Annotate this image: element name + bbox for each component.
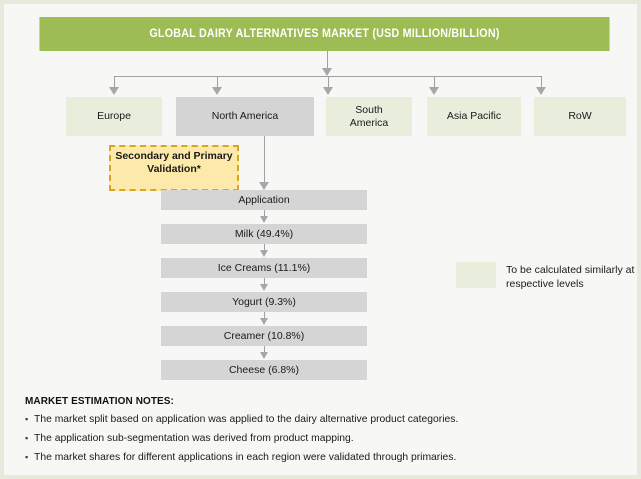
flow-bar-milk[interactable]: Milk (49.4%): [161, 224, 367, 244]
diagram-title-banner: GLOBAL DAIRY ALTERNATIVES MARKET (USD MI…: [39, 17, 610, 51]
arrow-asia-pacific-icon: [429, 87, 439, 95]
region-box-south-america[interactable]: South America: [326, 97, 412, 136]
flow-bar-creamer[interactable]: Creamer (10.8%): [161, 326, 367, 346]
flow-bar-application[interactable]: Application: [161, 190, 367, 210]
bullet-icon: ▪: [25, 433, 29, 443]
connector-drop-asia-pacific: [434, 76, 435, 90]
connector-application-to-milk: [264, 210, 265, 218]
flow-bar-cheese[interactable]: Cheese (6.8%): [161, 360, 367, 380]
region-label-south-america: South America: [349, 104, 389, 129]
connector-ice-creams-to-yogurt: [264, 278, 265, 286]
arrow-application-icon: [259, 182, 269, 190]
arrow-banner-to-bus-icon: [322, 68, 332, 76]
secondary-primary-validation-box[interactable]: Secondary and Primary Validation*: [109, 145, 239, 191]
connector-drop-south-america: [328, 76, 329, 90]
connector-yogurt-to-creamer: [264, 312, 265, 320]
note-item: ▪ The market split based on application …: [25, 413, 625, 426]
bullet-icon: ▪: [25, 414, 29, 424]
note-item: ▪ The market shares for different applic…: [25, 451, 625, 464]
arrow-north-america-icon: [212, 87, 222, 95]
arrow-south-america-icon: [323, 87, 333, 95]
arrow-row-icon: [536, 87, 546, 95]
connector-creamer-to-cheese: [264, 346, 265, 354]
arrow-yogurt-icon: [260, 284, 268, 291]
connector-drop-europe: [114, 76, 115, 90]
connector-bus: [114, 76, 541, 77]
arrow-milk-icon: [260, 216, 268, 223]
connector-north-america-to-application: [264, 136, 265, 186]
region-box-europe[interactable]: Europe: [66, 97, 162, 136]
note-text: The market shares for different applicat…: [34, 451, 457, 463]
connector-milk-to-ice-creams: [264, 244, 265, 252]
flow-bar-ice-creams[interactable]: Ice Creams (11.1%): [161, 258, 367, 278]
connector-drop-row: [541, 76, 542, 90]
arrow-cheese-icon: [260, 352, 268, 359]
legend-label: To be calculated similarly at respective…: [506, 264, 635, 291]
legend-color-swatch: [456, 262, 496, 288]
region-box-row[interactable]: RoW: [534, 97, 626, 136]
note-text: The market split based on application wa…: [34, 413, 459, 425]
region-box-asia-pacific[interactable]: Asia Pacific: [427, 97, 521, 136]
bullet-icon: ▪: [25, 452, 29, 462]
connector-drop-north-america: [217, 76, 218, 90]
note-item: ▪ The application sub-segmentation was d…: [25, 432, 625, 445]
arrow-creamer-icon: [260, 318, 268, 325]
flow-bar-yogurt[interactable]: Yogurt (9.3%): [161, 292, 367, 312]
note-text: The application sub-segmentation was der…: [34, 432, 354, 444]
arrow-ice-creams-icon: [260, 250, 268, 257]
arrow-europe-icon: [109, 87, 119, 95]
region-box-north-america[interactable]: North America: [176, 97, 314, 136]
connector-banner-to-bus: [327, 51, 328, 71]
market-estimation-notes: MARKET ESTIMATION NOTES: ▪ The market sp…: [25, 395, 625, 470]
notes-title: MARKET ESTIMATION NOTES:: [25, 395, 174, 407]
